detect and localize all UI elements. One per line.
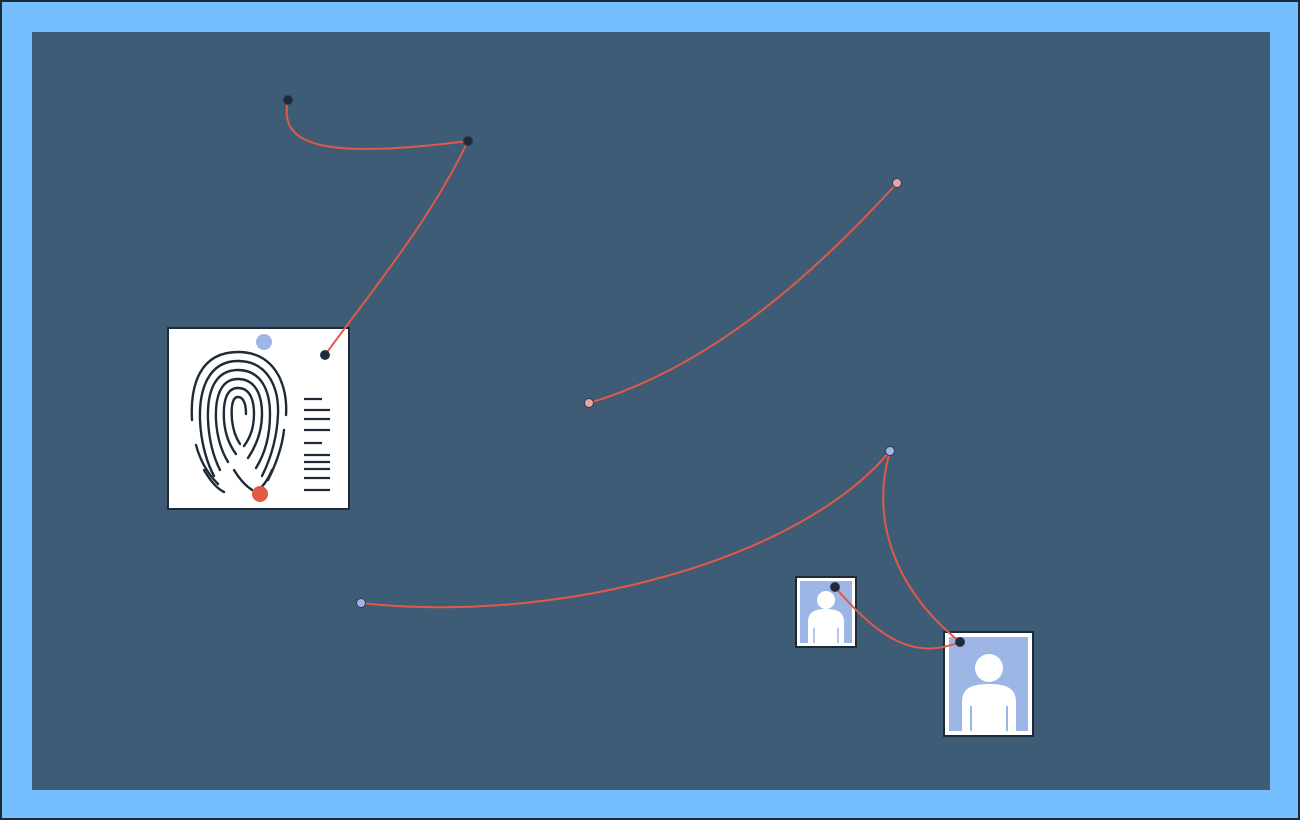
red-marker-dot <box>252 486 268 502</box>
person-silhouette-icon <box>962 654 1016 731</box>
pin-pink-top-right[interactable] <box>892 178 902 188</box>
pin-small-photo[interactable] <box>830 582 840 592</box>
large-photo-card[interactable] <box>943 631 1034 737</box>
pin-blue-right[interactable] <box>885 446 895 456</box>
fingerprint-card[interactable] <box>167 327 350 510</box>
string-topleft-to-topmiddle <box>285 99 469 150</box>
string-blue-left-to-blue-right <box>360 450 891 609</box>
small-photo-card[interactable] <box>795 576 857 648</box>
pin-large-photo[interactable] <box>955 637 965 647</box>
record-lines <box>304 397 330 492</box>
blue-marker-dot <box>256 334 272 350</box>
string-small-photo-to-large-photo <box>834 586 961 650</box>
pin-pink-center[interactable] <box>584 398 594 408</box>
pin-blue-left[interactable] <box>356 598 366 608</box>
string-topmiddle-to-fingerprint <box>324 140 469 356</box>
pin-top-middle[interactable] <box>463 136 473 146</box>
person-silhouette-icon <box>808 591 844 643</box>
pin-fingerprint-card[interactable] <box>320 350 330 360</box>
pin-top-left[interactable] <box>283 95 293 105</box>
fingerprint-icon <box>190 350 288 496</box>
string-blue-right-to-large-photo <box>882 450 961 643</box>
string-pink <box>588 182 898 404</box>
